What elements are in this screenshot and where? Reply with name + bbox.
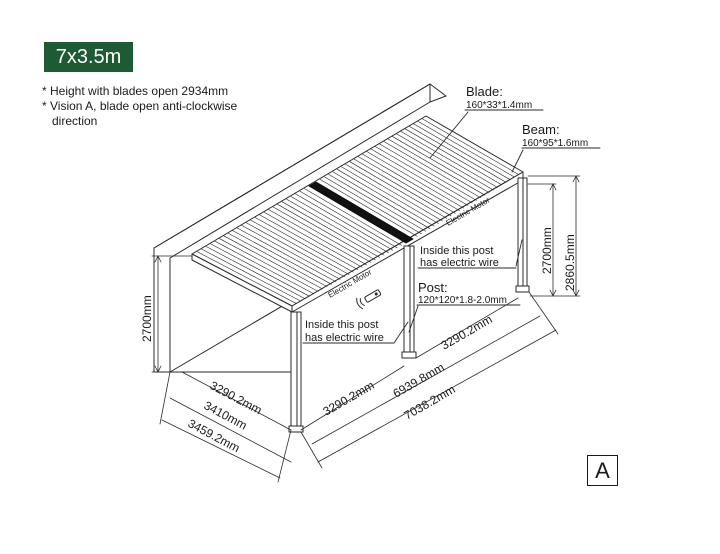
callout-texts: Blade: 160*33*1.4mm Beam: 160*95*1.6mm P… <box>305 84 588 344</box>
blade-line <box>341 166 439 224</box>
note-vision-cont: direction <box>42 114 98 128</box>
blade-line <box>218 238 319 292</box>
blade-line <box>209 243 310 297</box>
blade-line <box>404 128 503 186</box>
blade-line <box>299 190 398 249</box>
wire-left-line2: has electric wire <box>305 332 384 344</box>
blade-line <box>250 219 350 275</box>
motor-divider-bar <box>308 181 414 244</box>
blade-line <box>345 163 443 222</box>
blade-line <box>408 125 507 183</box>
blade-line <box>319 179 418 237</box>
note-vision: * Vision A, blade open anti-clockwise <box>42 99 238 113</box>
blade-line <box>379 143 477 201</box>
beam-spec: 160*95*1.6mm <box>522 138 588 149</box>
blade-line <box>196 251 297 304</box>
blade-line <box>353 158 452 217</box>
dim-height-right <box>527 175 581 297</box>
variant-label-box: A <box>587 455 618 486</box>
blade-line <box>268 209 367 266</box>
blade-line <box>383 141 481 199</box>
blade-lines-right <box>319 118 520 237</box>
notes: * Height with blades open 2934mm * Visio… <box>42 84 237 129</box>
post-base-right <box>515 285 530 293</box>
wire-right-line1: Inside this post <box>420 245 493 257</box>
blade-line <box>417 120 515 178</box>
blade-line <box>328 174 426 232</box>
blade-line <box>362 153 460 211</box>
blade-line <box>227 232 328 287</box>
blade-line <box>421 118 520 175</box>
wire-left-line1: Inside this post <box>305 319 378 331</box>
blade-line <box>281 201 380 258</box>
size-badge: 7x3.5m <box>44 42 133 72</box>
remote-control-icon <box>356 289 382 310</box>
blade-line <box>241 224 341 280</box>
wall-top-edge <box>153 83 431 249</box>
roof <box>191 115 524 313</box>
blade-line <box>272 206 372 263</box>
blade-line <box>236 227 337 283</box>
blade-line <box>254 217 354 273</box>
blade-line <box>349 161 448 219</box>
blade-line <box>214 240 315 295</box>
variant-label: A <box>595 457 610 483</box>
blade-line <box>286 198 385 256</box>
blade-line <box>205 245 306 300</box>
blade-line <box>245 222 345 278</box>
posts <box>288 177 530 433</box>
blade-line <box>413 123 511 181</box>
blade-line <box>259 214 359 270</box>
dim-height-right-outer-label: 2860.5mm <box>563 234 577 291</box>
wire-right-line2: has electric wire <box>420 257 499 269</box>
blade-line <box>374 146 473 204</box>
blade-line <box>366 151 465 209</box>
blade-line <box>277 204 376 261</box>
blade-line <box>387 138 486 196</box>
blade-line <box>232 230 332 285</box>
blade-line <box>400 130 498 188</box>
blade-line <box>304 188 402 246</box>
post-base-middle <box>401 351 417 359</box>
beam-title: Beam: <box>522 122 560 137</box>
blade-title: Blade: <box>466 84 503 99</box>
blade-line <box>295 193 394 251</box>
dim-depth <box>159 371 292 483</box>
blade-line <box>332 171 431 229</box>
dim-width <box>300 291 559 469</box>
blade-line <box>223 235 323 290</box>
blade-line <box>358 156 456 214</box>
note-height: * Height with blades open 2934mm <box>42 84 229 98</box>
post-front-middle <box>403 245 415 357</box>
blade-line <box>391 136 490 193</box>
blade-line <box>396 133 494 191</box>
dim-height-left <box>151 255 193 373</box>
post-front-left <box>290 311 302 431</box>
blade-line <box>290 196 389 253</box>
blade-line <box>263 211 363 268</box>
wall-right-edge <box>429 83 447 97</box>
blade-line <box>370 148 469 206</box>
size-badge-label: 7x3.5m <box>55 45 122 68</box>
blade-line <box>200 248 302 302</box>
blade-spec: 160*33*1.4mm <box>466 100 532 111</box>
blade-line <box>324 176 422 235</box>
wall-top-back <box>429 95 447 103</box>
blade-lines-left <box>196 188 402 304</box>
dim-height-left-label: 2700mm <box>140 295 154 342</box>
post-spec: 120*120*1.8-2.0mm <box>418 295 507 306</box>
callout-leaders <box>302 109 601 344</box>
post-title: Post: <box>418 280 448 295</box>
dim-height-right-inner-label: 2700mm <box>540 227 554 274</box>
blade-line <box>336 169 435 227</box>
